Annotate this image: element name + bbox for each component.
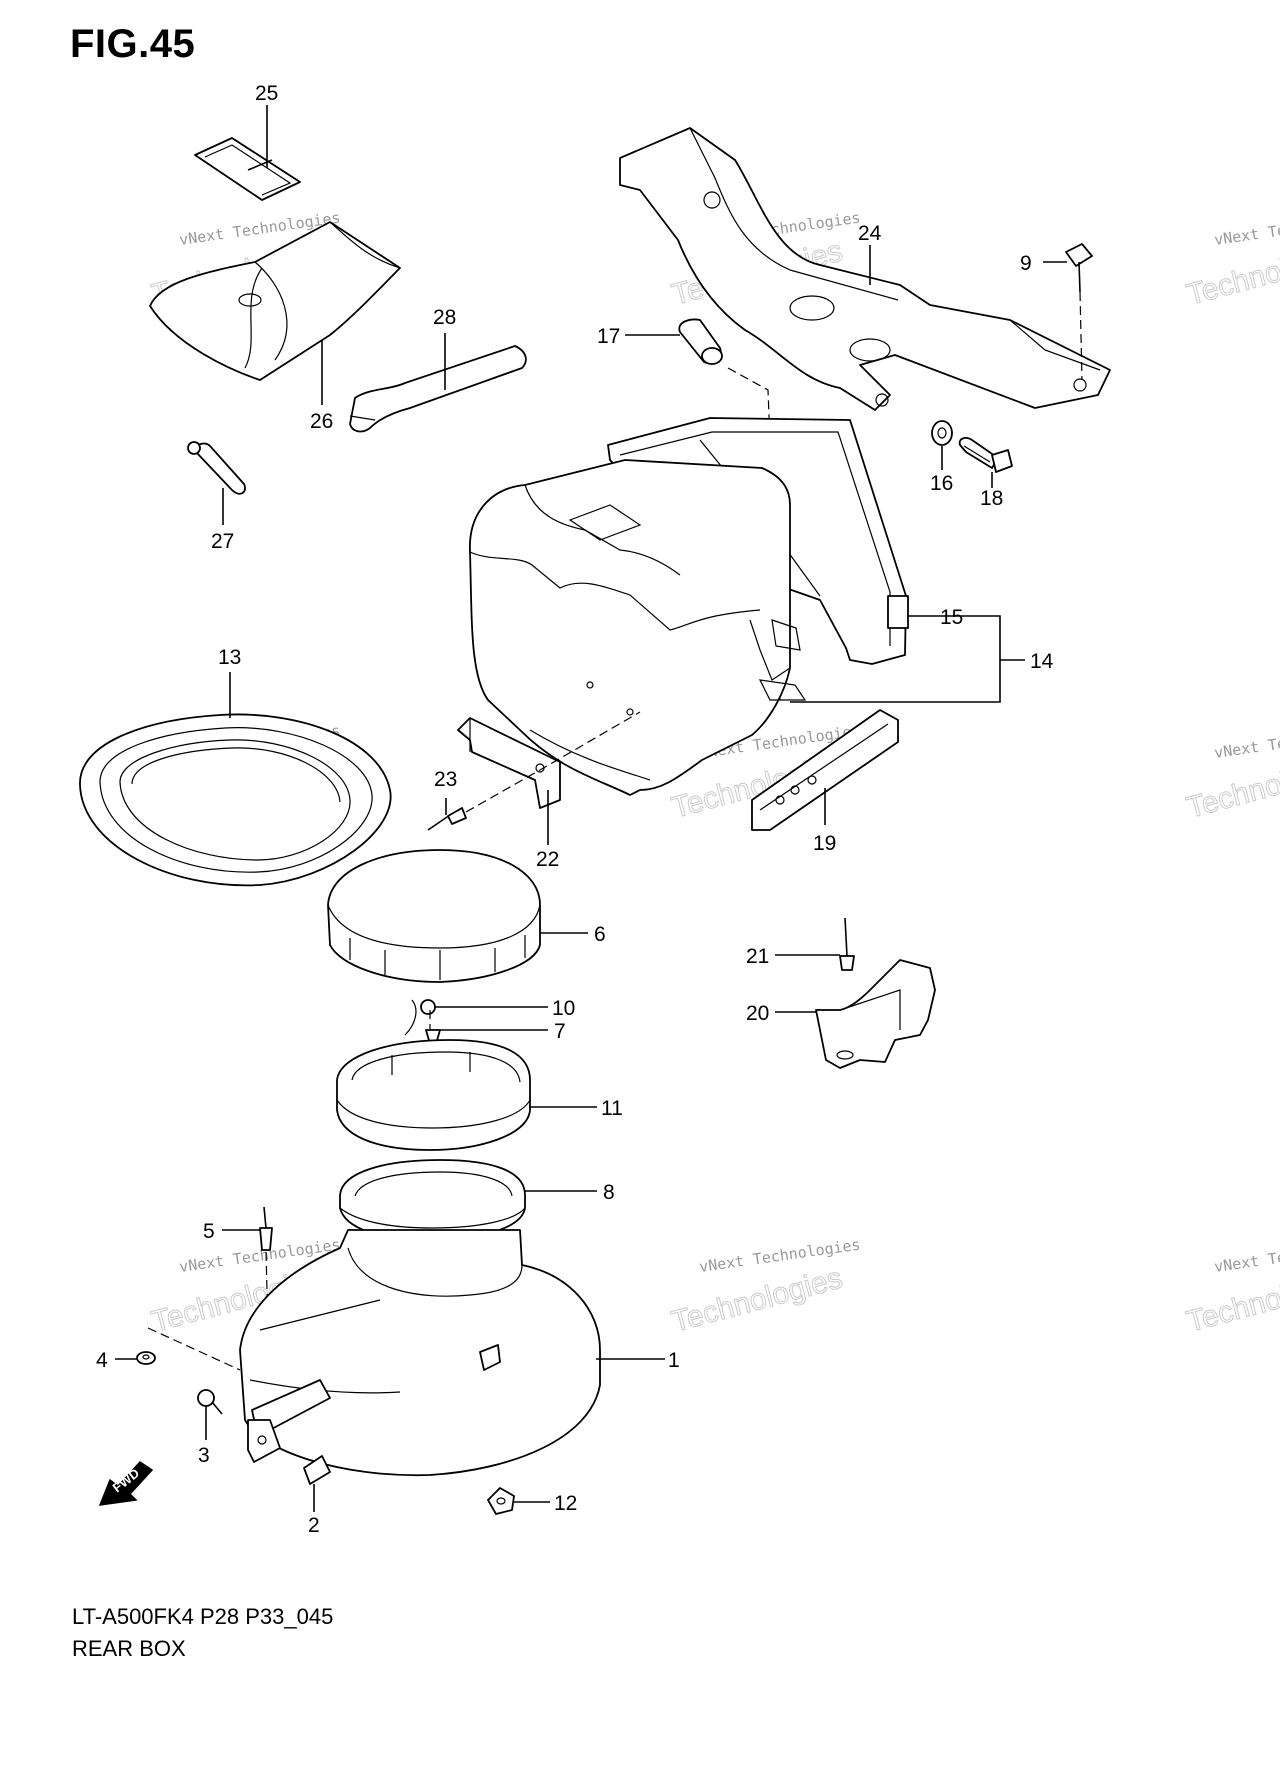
section-name: REAR BOX bbox=[72, 1636, 186, 1658]
gasket-ring-part bbox=[79, 713, 392, 887]
strap-buckle-part bbox=[194, 137, 301, 201]
rear-box-base-part bbox=[239, 1229, 601, 1477]
callout-21: 21 bbox=[746, 945, 769, 968]
plug-part bbox=[187, 441, 246, 495]
main-bracket-part bbox=[619, 127, 1111, 411]
callout-17: 17 bbox=[597, 325, 620, 348]
callout-25: 25 bbox=[255, 82, 278, 105]
watermark-text: vNext Technologies bbox=[1213, 722, 1280, 762]
callout-20: 20 bbox=[746, 1002, 769, 1025]
callout-10: 10 bbox=[552, 997, 575, 1020]
mounting-strip-part bbox=[751, 709, 899, 831]
model-code: LT-A500FK4 P28 P33_045 bbox=[72, 1604, 334, 1629]
callout-16: 16 bbox=[930, 472, 953, 495]
seal-ring-part bbox=[339, 1159, 526, 1241]
callout-3: 3 bbox=[198, 1444, 210, 1467]
nut-part-12 bbox=[487, 1487, 515, 1515]
callout-23: 23 bbox=[434, 768, 457, 791]
figure-title: FIG.45 bbox=[70, 22, 196, 66]
rivet-part-21 bbox=[839, 917, 855, 971]
rear-box-main-part bbox=[469, 459, 807, 796]
fwd-arrow-icon: FWD bbox=[98, 1461, 154, 1506]
watermark-outline: Technologies bbox=[668, 1262, 846, 1339]
callout-6: 6 bbox=[594, 923, 606, 946]
callout-15: 15 bbox=[940, 606, 963, 629]
assembly-line bbox=[147, 1327, 241, 1371]
callout-12: 12 bbox=[554, 1492, 577, 1515]
tool-wrench-part bbox=[349, 345, 527, 433]
callout-2: 2 bbox=[308, 1514, 320, 1537]
callout-26: 26 bbox=[310, 410, 333, 433]
callout-13: 13 bbox=[218, 646, 241, 669]
screw-part-3 bbox=[197, 1389, 223, 1415]
callout-labels: 1 2 3 4 5 6 7 8 9 10 11 12 13 14 15 16 1… bbox=[96, 82, 1054, 1537]
filler-ring-part bbox=[336, 1039, 531, 1151]
callout-27: 27 bbox=[211, 530, 234, 553]
callout-14: 14 bbox=[1030, 650, 1054, 673]
callout-8: 8 bbox=[603, 1181, 615, 1204]
clip-part-2 bbox=[303, 1455, 331, 1485]
callout-11: 11 bbox=[601, 1097, 623, 1120]
rivet-part-23 bbox=[427, 711, 641, 831]
callout-24: 24 bbox=[858, 222, 882, 245]
small-bracket-part-22 bbox=[457, 717, 561, 809]
bolt-part-9 bbox=[1065, 243, 1093, 381]
nut-part-4 bbox=[136, 1351, 156, 1365]
callout-22: 22 bbox=[536, 848, 559, 871]
callout-19: 19 bbox=[813, 832, 836, 855]
callout-28: 28 bbox=[433, 306, 456, 329]
rivet-part-5 bbox=[259, 1206, 273, 1331]
callout-4: 4 bbox=[96, 1349, 108, 1372]
callout-1: 1 bbox=[668, 1349, 680, 1372]
watermark-text: vNext Technologies bbox=[1213, 209, 1280, 249]
bracket-part-20 bbox=[815, 959, 936, 1069]
callout-9: 9 bbox=[1020, 252, 1032, 275]
callout-7: 7 bbox=[554, 1020, 566, 1043]
fuel-cap-part bbox=[327, 849, 541, 983]
callout-18: 18 bbox=[980, 487, 1003, 510]
leader-lines bbox=[115, 105, 1067, 1512]
watermark-text: vNext Technologies bbox=[1213, 1236, 1280, 1276]
bolt-part-18 bbox=[958, 437, 1013, 473]
callout-5: 5 bbox=[203, 1220, 215, 1243]
rear-box-cover-part bbox=[149, 221, 401, 381]
washer-part bbox=[931, 420, 953, 446]
